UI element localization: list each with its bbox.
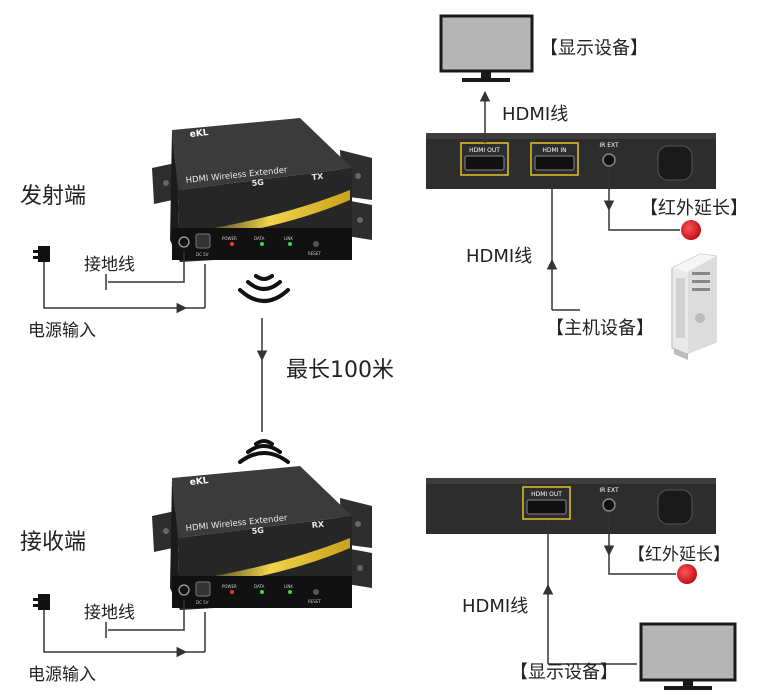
tx-monitor bbox=[439, 14, 534, 82]
tx-ground-label: 接地线 bbox=[84, 255, 135, 275]
rx-power-wiring bbox=[33, 594, 206, 658]
tx-port-hdmi-in-label: HDMI IN bbox=[542, 147, 566, 154]
wireless-signal-top bbox=[238, 274, 290, 303]
tx-port-link: LINK bbox=[284, 236, 293, 241]
tx-display-cable-label: HDMI线 bbox=[502, 104, 569, 125]
tx-port-ir-ext-label: IR EXT bbox=[599, 142, 619, 149]
tx-display-label: 【显示设备】 bbox=[540, 38, 648, 59]
rx-ir-receiver-dot bbox=[677, 564, 697, 584]
rx-mode: RX bbox=[311, 520, 325, 530]
transmitter-device bbox=[152, 118, 372, 262]
tx-brand: eKL bbox=[189, 128, 209, 140]
tx-port-power: POWER bbox=[222, 236, 237, 241]
rx-display-label: 【显示设备】 bbox=[510, 662, 618, 683]
tx-host-label: 【主机设备】 bbox=[546, 318, 654, 339]
rx-port-hdmi-out-label: HDMI OUT bbox=[531, 491, 562, 498]
rx-ir-label: 【红外延长】 bbox=[628, 545, 730, 565]
tx-band: 5G bbox=[251, 178, 264, 188]
transmitter-section-label: 发射端 bbox=[20, 184, 87, 209]
receiver-device bbox=[152, 466, 372, 610]
rx-port-data: DATA bbox=[254, 584, 265, 589]
tx-power-label: 电源输入 bbox=[28, 321, 96, 341]
rx-port-dc: DC 5V bbox=[196, 600, 209, 605]
tx-mode: TX bbox=[311, 172, 324, 182]
rx-display-cable-label: HDMI线 bbox=[462, 596, 529, 617]
rx-port-ir-ext-label: IR EXT bbox=[599, 487, 619, 494]
tx-port-reset: RESET bbox=[308, 251, 321, 256]
tx-port-dc: DC 5V bbox=[196, 252, 209, 257]
rx-power-label: 电源输入 bbox=[28, 665, 96, 685]
receiver-section-label: 接收端 bbox=[20, 530, 87, 555]
tx-port-hdmi-out-label: HDMI OUT bbox=[469, 147, 500, 154]
tx-cables bbox=[479, 90, 680, 311]
wireless-signal-bottom bbox=[238, 439, 290, 464]
tx-ir-receiver-dot bbox=[681, 220, 701, 240]
tx-ir-label: 【红外延长】 bbox=[640, 198, 748, 219]
host-pc-tower bbox=[671, 253, 717, 360]
rx-ground-label: 接地线 bbox=[84, 603, 135, 623]
rx-back-panel bbox=[426, 478, 716, 534]
panel-port-labels: HDMI OUT HDMI IN IR EXT HDMI OUT IR EXT bbox=[469, 142, 619, 498]
tx-host-cable-label: HDMI线 bbox=[466, 246, 533, 267]
link-distance-label: 最长100米 bbox=[286, 358, 394, 383]
rx-port-power: POWER bbox=[222, 584, 237, 589]
rx-port-reset: RESET bbox=[308, 599, 321, 604]
rx-monitor bbox=[639, 622, 737, 690]
rx-band: 5G bbox=[251, 526, 264, 536]
rx-brand: eKL bbox=[189, 476, 209, 488]
rx-cables bbox=[542, 513, 676, 665]
tx-power-wiring bbox=[33, 246, 206, 314]
tx-port-data: DATA bbox=[254, 236, 265, 241]
tx-back-panel bbox=[426, 133, 716, 189]
rx-port-link: LINK bbox=[284, 584, 293, 589]
